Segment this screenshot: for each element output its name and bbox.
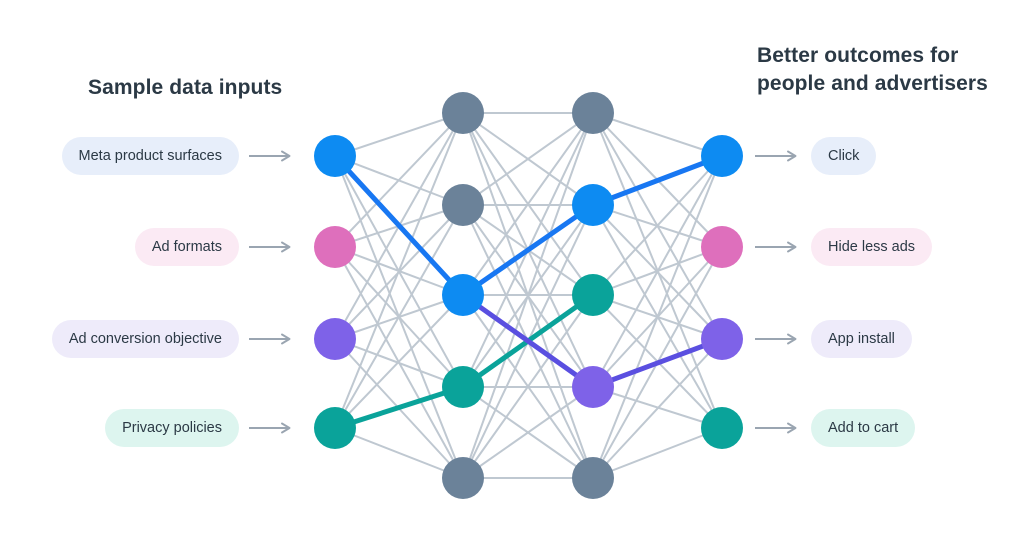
network-node-i2[interactable] (314, 318, 356, 360)
network-edge (592, 427, 723, 479)
highlighted-paths-group (332, 153, 725, 431)
network-node-h2_1[interactable] (572, 184, 614, 226)
input-pill-0[interactable]: Meta product surfaces (61, 137, 239, 175)
network-edge (334, 338, 464, 388)
network-node-o0[interactable] (701, 135, 743, 177)
network-node-h2_3[interactable] (572, 366, 614, 408)
edges-group (334, 112, 723, 479)
network-node-h1_2[interactable] (442, 274, 484, 316)
network-edge (462, 112, 594, 296)
input-pill-1[interactable]: Ad formats (134, 228, 239, 266)
arrow-right-icon (249, 333, 295, 345)
network-edge (462, 112, 594, 206)
arrow-right-icon (755, 422, 801, 434)
network-node-h2_2[interactable] (572, 274, 614, 316)
input-pill-2[interactable]: Ad conversion objective (51, 320, 239, 358)
network-edge (592, 338, 723, 479)
network-edge (334, 112, 464, 429)
arrow-right-icon (755, 333, 801, 345)
network-edge (334, 427, 464, 479)
highlighted-edge (590, 336, 725, 390)
arrow-right-icon (755, 241, 801, 253)
nodes-group (314, 92, 743, 499)
output-row: App install (745, 320, 912, 358)
output-pill-1[interactable]: Hide less ads (811, 228, 933, 266)
input-row: Privacy policies (105, 409, 305, 447)
network-edge (334, 204, 464, 429)
network-node-o1[interactable] (701, 226, 743, 268)
network-edge (592, 155, 723, 479)
left-column-heading: Sample data inputs (88, 76, 283, 99)
highlighted-edge (590, 153, 725, 208)
network-node-h1_4[interactable] (442, 457, 484, 499)
output-row: Click (745, 137, 877, 175)
network-edge (592, 155, 723, 388)
highlighted-edge (460, 292, 596, 390)
right-column-heading: Better outcomes for people and advertise… (757, 44, 988, 96)
input-row: Ad conversion objective (51, 320, 305, 358)
network-node-h2_0[interactable] (572, 92, 614, 134)
output-pill-0[interactable]: Click (811, 137, 877, 175)
network-edge (462, 294, 594, 479)
network-node-h1_1[interactable] (442, 184, 484, 226)
network-node-i1[interactable] (314, 226, 356, 268)
network-node-i0[interactable] (314, 135, 356, 177)
network-edge (462, 112, 594, 479)
network-node-h2_4[interactable] (572, 457, 614, 499)
arrow-right-icon (249, 422, 295, 434)
arrow-right-icon (755, 150, 801, 162)
network-node-i3[interactable] (314, 407, 356, 449)
arrow-right-icon (249, 241, 295, 253)
network-edge (592, 112, 723, 157)
network-edge (462, 386, 594, 479)
network-edge (592, 155, 723, 296)
input-pill-3[interactable]: Privacy policies (105, 409, 239, 447)
output-pill-2[interactable]: App install (811, 320, 912, 358)
highlighted-edge (460, 202, 596, 298)
network-edge (334, 112, 464, 157)
output-row: Add to cart (745, 409, 916, 447)
input-row: Meta product surfaces (61, 137, 305, 175)
output-row: Hide less ads (745, 228, 933, 266)
highlighted-edge (332, 153, 466, 298)
arrow-right-icon (249, 150, 295, 162)
network-node-o3[interactable] (701, 407, 743, 449)
highlighted-edge (332, 384, 466, 431)
input-row: Ad formats (134, 228, 305, 266)
network-edge (334, 294, 464, 429)
network-node-o2[interactable] (701, 318, 743, 360)
network-node-h1_3[interactable] (442, 366, 484, 408)
network-edge (334, 112, 464, 248)
network-node-h1_0[interactable] (442, 92, 484, 134)
output-pill-3[interactable]: Add to cart (811, 409, 916, 447)
